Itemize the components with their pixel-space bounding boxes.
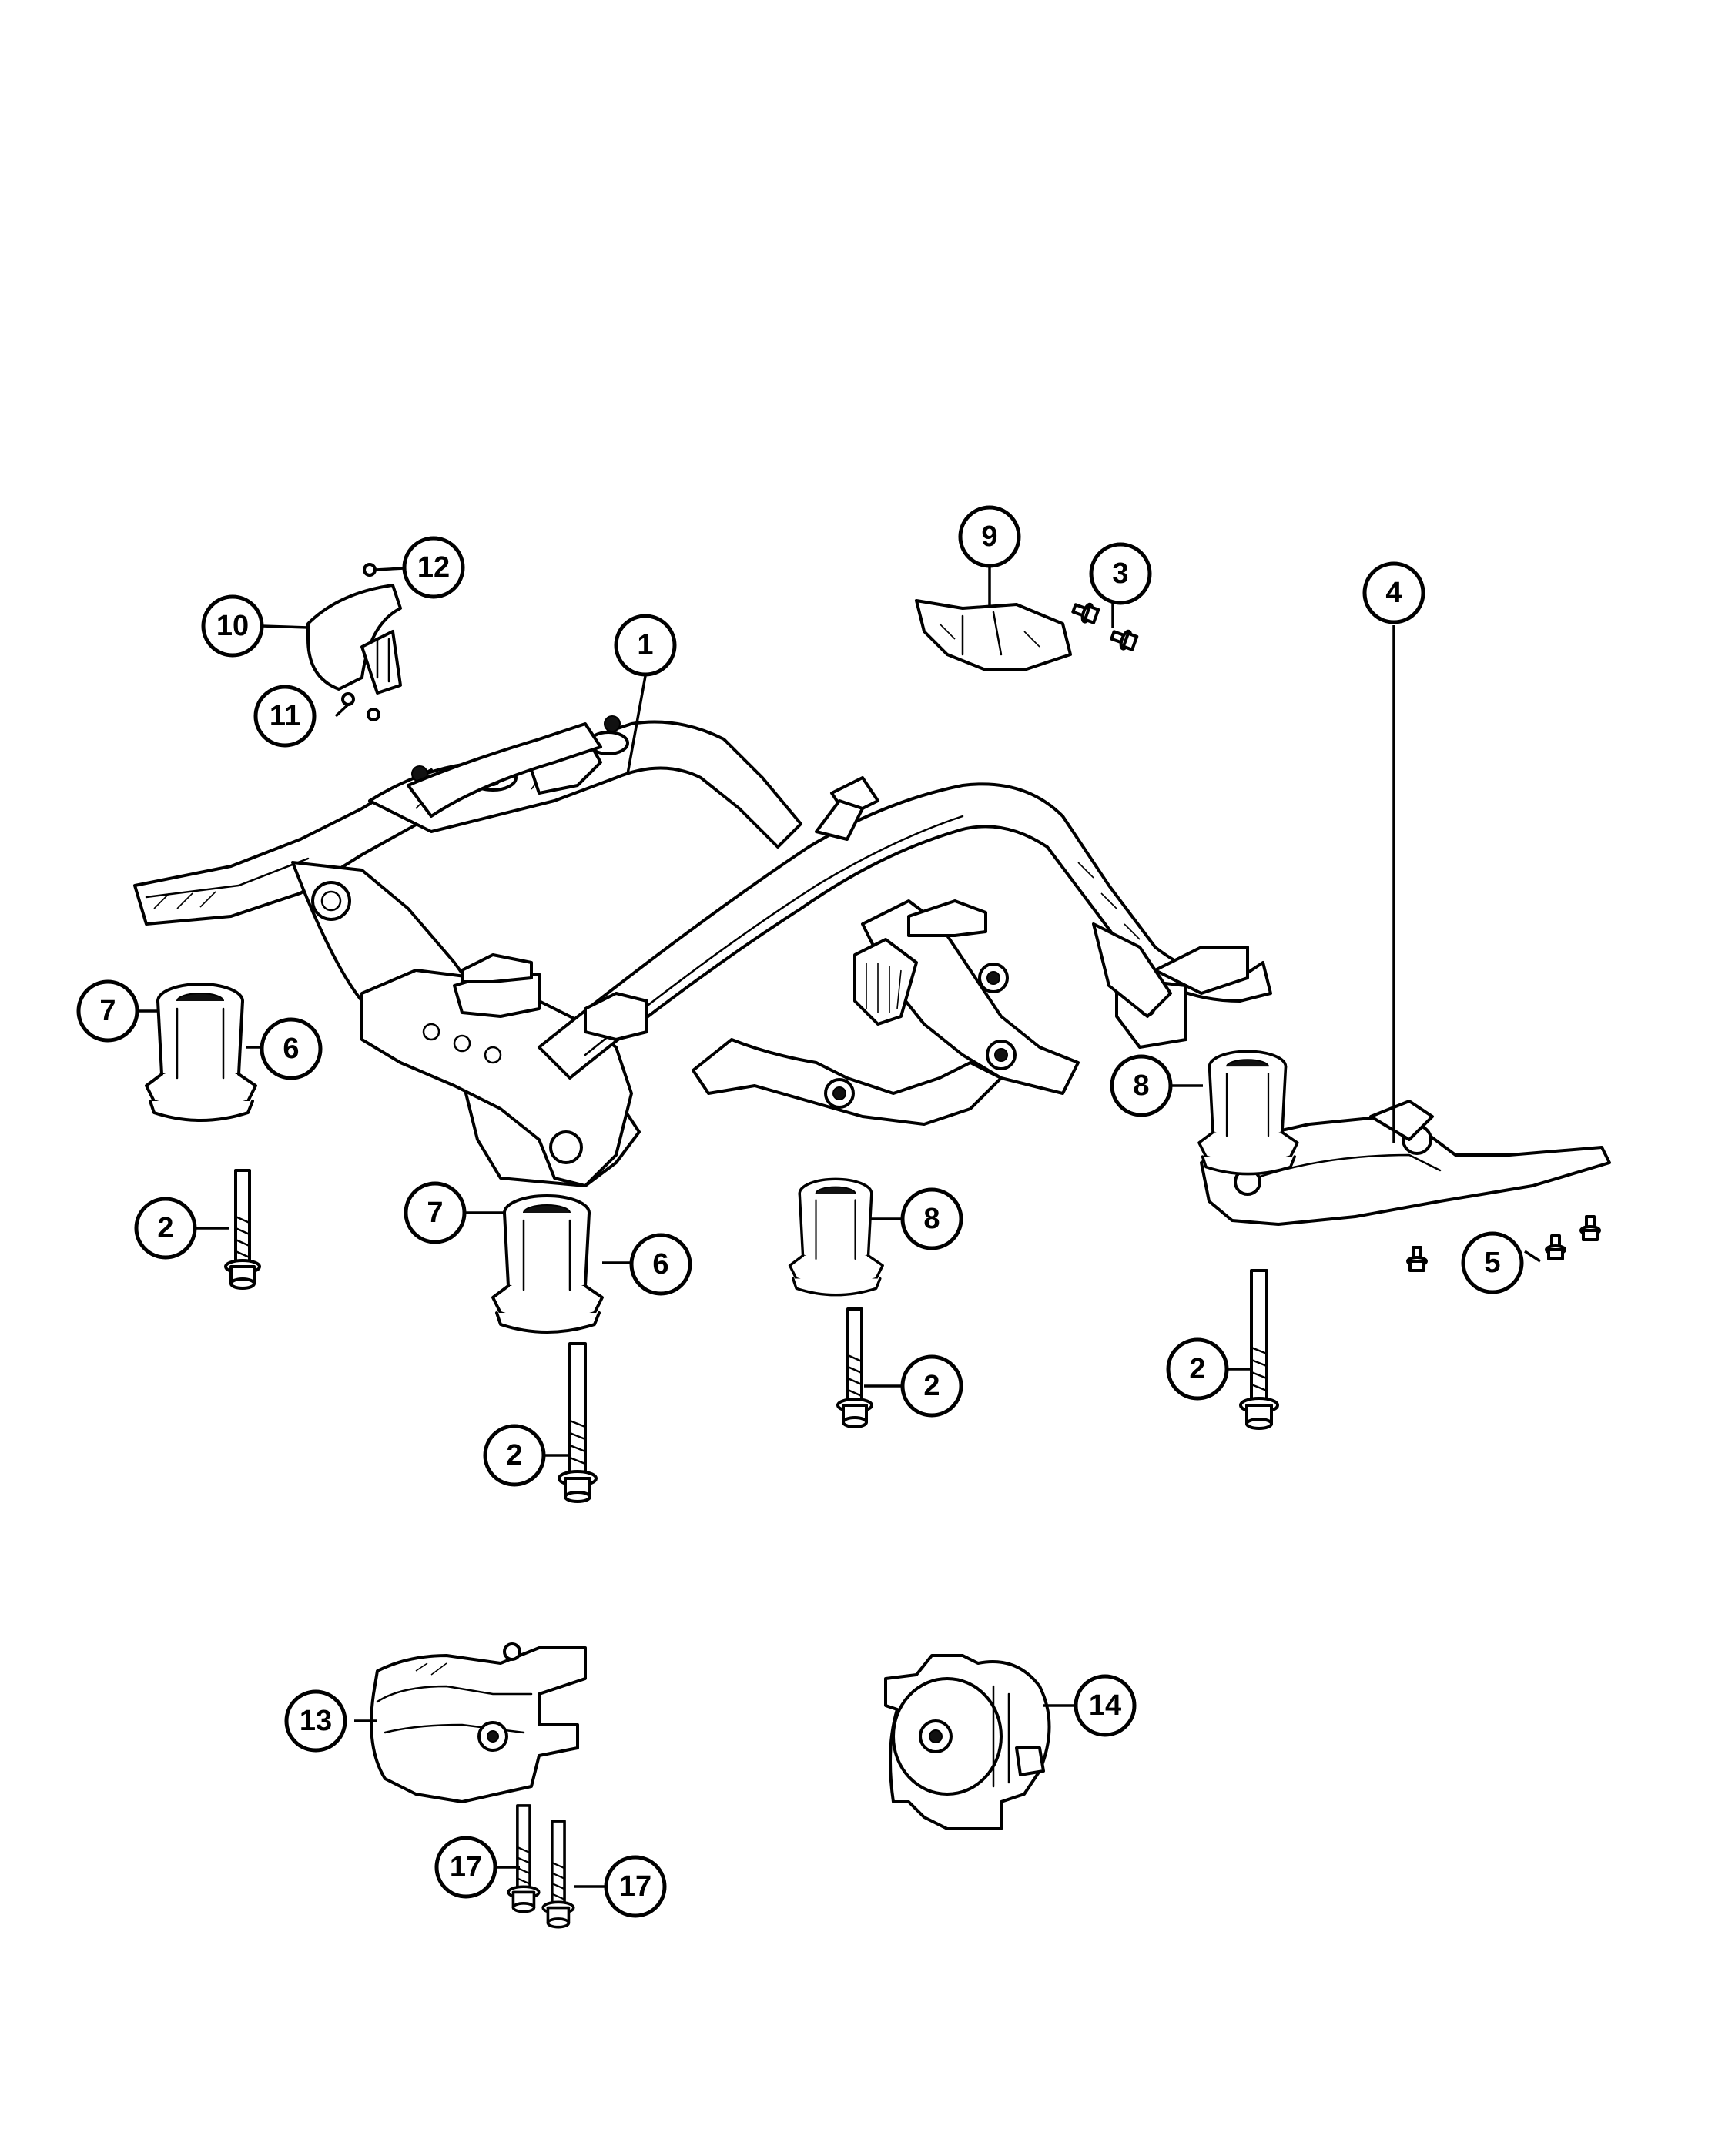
leader-lines bbox=[137, 566, 1541, 1888]
callout-7-center: 7 bbox=[404, 1181, 467, 1244]
callout-13: 13 bbox=[284, 1689, 347, 1753]
bolt-3 bbox=[1069, 598, 1140, 654]
cradle-bushing-left bbox=[145, 983, 257, 1122]
svg-text:4: 4 bbox=[1385, 577, 1402, 609]
svg-text:17: 17 bbox=[619, 1870, 651, 1903]
svg-text:10: 10 bbox=[216, 610, 249, 642]
svg-text:2: 2 bbox=[506, 1439, 522, 1471]
svg-text:8: 8 bbox=[923, 1203, 940, 1235]
svg-text:11: 11 bbox=[270, 700, 300, 732]
cradle-bushing-rear-center bbox=[788, 1177, 884, 1297]
svg-text:7: 7 bbox=[427, 1197, 443, 1229]
heat-shield bbox=[306, 584, 402, 695]
engine-mount-left bbox=[370, 1642, 587, 1803]
svg-text:17: 17 bbox=[450, 1851, 482, 1883]
svg-text:12: 12 bbox=[417, 551, 450, 584]
callout-7-left: 7 bbox=[76, 979, 139, 1043]
callout-6-center: 6 bbox=[629, 1233, 692, 1296]
svg-text:8: 8 bbox=[1133, 1070, 1149, 1102]
callout-12: 12 bbox=[402, 536, 465, 599]
callout-3: 3 bbox=[1089, 542, 1152, 605]
svg-text:1: 1 bbox=[637, 629, 653, 661]
svg-text:2: 2 bbox=[157, 1212, 173, 1244]
callout-1: 1 bbox=[614, 614, 677, 677]
callout-9: 9 bbox=[958, 505, 1021, 568]
nut-12 bbox=[363, 563, 377, 577]
callout-4: 4 bbox=[1362, 561, 1425, 624]
svg-text:14: 14 bbox=[1089, 1689, 1121, 1722]
callout-14: 14 bbox=[1074, 1674, 1137, 1737]
cradle-bolt-left bbox=[224, 1169, 261, 1290]
cradle-bushing-rear-right bbox=[1197, 1050, 1299, 1176]
svg-text:6: 6 bbox=[652, 1248, 668, 1281]
callout-8-right: 8 bbox=[1110, 1054, 1173, 1117]
cradle-bolt-rear-right bbox=[1239, 1269, 1279, 1430]
svg-text:5: 5 bbox=[1484, 1247, 1500, 1279]
callout-5: 5 bbox=[1461, 1231, 1524, 1294]
shield-bracket bbox=[915, 599, 1072, 671]
callout-2-rear-right: 2 bbox=[1166, 1337, 1229, 1401]
lower-control-arm bbox=[1200, 1100, 1611, 1226]
callout-10: 10 bbox=[201, 594, 264, 658]
callout-6-left: 6 bbox=[260, 1017, 323, 1080]
nut-11 bbox=[341, 692, 380, 721]
cradle-bolt-center bbox=[558, 1342, 598, 1503]
svg-text:6: 6 bbox=[283, 1033, 299, 1065]
svg-text:2: 2 bbox=[1189, 1353, 1205, 1385]
engine-mount-bolt-2 bbox=[541, 1820, 575, 1929]
callout-8-center: 8 bbox=[900, 1187, 963, 1250]
cradle-bolt-rear-center bbox=[836, 1307, 873, 1428]
cradle-bushing-center bbox=[491, 1194, 604, 1334]
svg-text:2: 2 bbox=[923, 1370, 940, 1402]
callout-2-rear-center: 2 bbox=[900, 1354, 963, 1418]
callout-11: 11 bbox=[253, 685, 317, 748]
callout-2-center: 2 bbox=[483, 1424, 546, 1487]
callout-17-left: 17 bbox=[434, 1836, 497, 1899]
callout-2-left: 2 bbox=[134, 1197, 197, 1260]
svg-text:3: 3 bbox=[1112, 557, 1128, 590]
svg-text:9: 9 bbox=[981, 521, 997, 553]
engine-mount-bolt-1 bbox=[507, 1804, 541, 1913]
svg-text:13: 13 bbox=[300, 1705, 332, 1737]
svg-text:7: 7 bbox=[99, 995, 116, 1027]
engine-mount-right bbox=[884, 1654, 1051, 1830]
callout-17-right: 17 bbox=[604, 1855, 667, 1918]
front-suspension-cradle bbox=[133, 715, 1272, 1187]
